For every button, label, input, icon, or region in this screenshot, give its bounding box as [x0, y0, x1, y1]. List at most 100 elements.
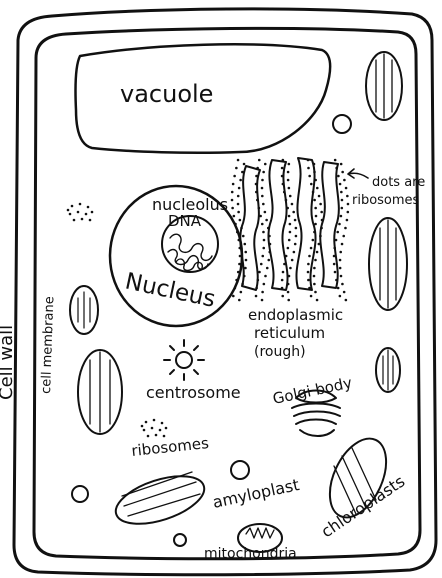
ribosome-dot: [291, 203, 294, 206]
ribosome-dot: [237, 271, 240, 274]
ribosome-dot: [264, 275, 267, 278]
ribosome-dot: [281, 279, 284, 282]
ribosome-dot: [316, 251, 319, 254]
ribosome-dot: [316, 187, 319, 190]
vacuole-label: vacuole: [120, 80, 213, 108]
ribosome-dot: [255, 295, 258, 298]
ribosome-dot: [318, 195, 321, 198]
ribosome-dot: [287, 247, 290, 250]
ribosome-dot: [261, 179, 264, 182]
ribosome-dot: [340, 191, 343, 194]
ribosome-dot: [233, 175, 236, 178]
cell-wall-label: Cell wall: [0, 325, 17, 400]
ribosome-dot: [345, 187, 348, 190]
ribosome-dot: [336, 231, 339, 234]
ribosome-dot: [307, 279, 310, 282]
er-label-line2: reticulum: [254, 324, 325, 342]
ribosome-dot: [307, 271, 310, 274]
organelle-left-small: [70, 286, 98, 334]
ribosome-dot: [155, 434, 158, 437]
ribosome-note-line2: ribosomes: [352, 193, 420, 208]
ribosome-dot: [346, 195, 349, 198]
ribosome-dot: [261, 195, 264, 198]
ribosome-dot: [313, 283, 316, 286]
ribosome-dot: [237, 159, 240, 162]
ribosome-dot: [67, 209, 70, 212]
ribosome-dot: [294, 243, 297, 246]
ribosome-dot: [295, 235, 298, 238]
ribosome-dot: [333, 263, 336, 266]
ribosome-dot: [240, 227, 243, 230]
ribosome-dot: [236, 231, 239, 234]
ribosome-dot: [339, 183, 342, 186]
ribosome-dot: [282, 183, 285, 186]
ribosome-dot: [257, 279, 260, 282]
ribosome-dot: [235, 279, 238, 282]
ribosome-dot: [337, 287, 340, 290]
ribosome-dot: [231, 207, 234, 210]
ribosome-dot: [269, 243, 272, 246]
centrosome-shape: [164, 340, 204, 380]
ribosome-dot: [262, 247, 265, 250]
ribosome-dot: [239, 255, 242, 258]
ribosome-dot: [71, 205, 74, 208]
ribosome-dot: [243, 275, 246, 278]
ribosome-dot: [313, 275, 316, 278]
ribosome-dot: [314, 259, 317, 262]
ribosome-dot: [283, 263, 286, 266]
ribosome-dot: [151, 427, 154, 430]
ribosome-dot: [339, 259, 342, 262]
ribosome-dot: [315, 215, 318, 218]
ribosome-dot: [288, 275, 291, 278]
ribosome-dot: [312, 191, 315, 194]
ribosome-dot: [344, 227, 347, 230]
ribosome-dot: [318, 243, 321, 246]
ribosome-dot: [165, 427, 168, 430]
ribosome-dot: [320, 227, 323, 230]
ribosome-dot: [335, 279, 338, 282]
ribosome-note-arrow: [348, 169, 368, 178]
ribosome-dot: [237, 211, 240, 214]
ribosome-dot: [288, 215, 291, 218]
ribosome-dot: [285, 199, 288, 202]
mitochondria-label: mitochondria: [204, 546, 297, 562]
ribosome-dot: [268, 235, 271, 238]
ribosome-dot: [335, 167, 338, 170]
ribosome-dot: [312, 239, 315, 242]
ribosome-dot: [340, 275, 343, 278]
ribosome-dot: [307, 159, 310, 162]
ribosome-dot: [338, 223, 341, 226]
amyloplast-circle-2: [231, 461, 249, 479]
ribosome-dot: [237, 203, 240, 206]
ribosome-dot: [314, 179, 317, 182]
ribosome-dot: [347, 211, 350, 214]
ribosome-dot: [319, 235, 322, 238]
ribosome-dot: [291, 259, 294, 262]
ribosome-dot: [289, 267, 292, 270]
ribosome-dot: [81, 218, 84, 221]
ribosome-dot: [310, 183, 313, 186]
ribosome-dot: [281, 175, 284, 178]
ribosome-dot: [308, 175, 311, 178]
ribosome-dot: [268, 251, 271, 254]
ribosome-dot: [244, 251, 247, 254]
ribosome-dot: [237, 195, 240, 198]
ribosome-dot: [341, 199, 344, 202]
ribosome-dot: [313, 231, 316, 234]
ribosome-dot: [260, 263, 263, 266]
ribosome-dot: [265, 219, 268, 222]
ribosome-dot: [77, 211, 80, 214]
ribosome-dot: [256, 167, 259, 170]
ribosome-dot: [262, 203, 265, 206]
ribosome-dot: [232, 183, 235, 186]
ribosome-dot: [242, 235, 245, 238]
ribosome-dot: [313, 199, 316, 202]
ribosome-dot: [238, 247, 241, 250]
ribosome-dot: [69, 213, 72, 216]
ribosome-dot: [243, 163, 246, 166]
ribosome-dot: [141, 425, 144, 428]
ribosome-dot: [346, 219, 349, 222]
ribosome-dot: [308, 255, 311, 258]
ribosome-dot: [287, 291, 290, 294]
